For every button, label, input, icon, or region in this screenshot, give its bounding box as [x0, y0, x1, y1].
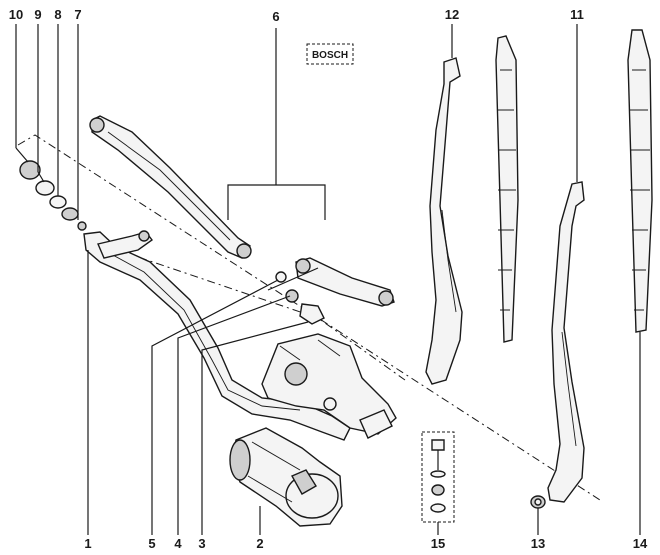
callout-3: 3 [198, 536, 205, 551]
part-14-wiper-blade [627, 29, 653, 333]
callout-9: 9 [34, 7, 41, 22]
callout-6: 6 [272, 9, 279, 24]
callout-7: 7 [74, 7, 81, 22]
callout-4: 4 [174, 536, 182, 551]
callout-1: 1 [84, 536, 91, 551]
part-11-wiper-arm [547, 181, 585, 503]
part-1-linkage-frame [83, 230, 351, 441]
part-2-wiper-motor [229, 427, 343, 527]
short-link-rod [295, 257, 395, 307]
part-13-nut [530, 495, 546, 509]
callout-5: 5 [148, 536, 155, 551]
callout-10: 10 [9, 7, 23, 22]
callout-2: 2 [256, 536, 263, 551]
callout-numbers: 10 9 8 7 6 12 11 1 5 4 3 2 15 13 14 [9, 7, 648, 551]
motor-mount-plate [261, 333, 397, 439]
part-15-fastener-kit [421, 431, 455, 523]
leader-lines [15, 24, 641, 535]
callout-8: 8 [54, 7, 61, 22]
bosch-stamp: BOSCH [306, 43, 354, 65]
callout-15: 15 [431, 536, 445, 551]
bosch-stamp-text: BOSCH [312, 50, 348, 61]
callout-12: 12 [445, 7, 459, 22]
upper-link-rod [89, 115, 252, 259]
parts-7-10-washers [19, 160, 87, 231]
callout-13: 13 [531, 536, 545, 551]
part-6-bracket [227, 28, 326, 220]
assembly-axis-lines [17, 134, 601, 501]
callout-11: 11 [570, 7, 584, 22]
wiper-blade-left [495, 35, 519, 343]
callout-14: 14 [633, 536, 648, 551]
part-12-wiper-arm [425, 57, 463, 385]
small-fasteners-3-5 [267, 267, 325, 325]
